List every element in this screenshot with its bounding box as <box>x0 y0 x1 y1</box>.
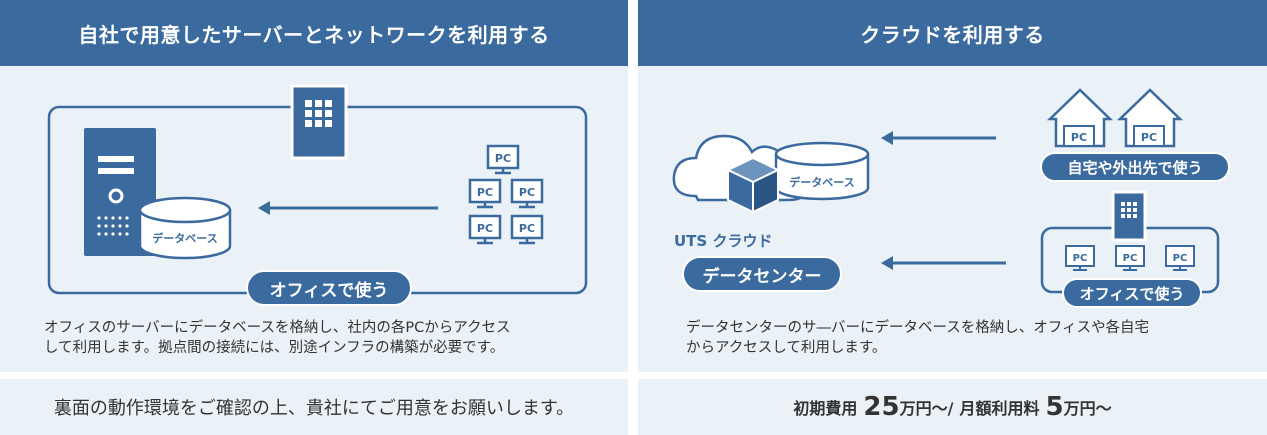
pc-icon: PC <box>468 214 502 245</box>
pc-icon: PC <box>510 214 544 245</box>
pc-label: PC <box>1073 253 1088 264</box>
price-footer: 初期費用 25 万円〜/ 月額利用料 5 万円〜 <box>638 379 1267 435</box>
monthly-cost-unit: 万円〜 <box>1063 399 1112 418</box>
pc-icon: PC <box>468 178 502 209</box>
description-line: して利用します。拠点間の接続には、別途インフラの構築が必要です。 <box>44 340 505 356</box>
building-icon <box>1111 190 1147 242</box>
description-line: データセンターのサ―バーにデータベースを格納し、オフィスや各自宅 <box>686 320 1149 336</box>
monthly-cost-value: 5 <box>1045 392 1064 422</box>
pc-label: PC <box>519 222 535 235</box>
database-icon <box>774 141 870 201</box>
on-premise-footer: 裏面の動作環境をご確認の上、貴社にてご用意をお願いします。 <box>0 379 628 435</box>
cloud-diagram-area: データベース UTS クラウド PC <box>638 66 1267 372</box>
pc-icon: PC <box>486 144 520 175</box>
pc-icon: PC <box>1165 245 1195 271</box>
pc-label: PC <box>1123 253 1138 264</box>
office-use-pill: オフィスで使う <box>246 270 412 306</box>
cloud-description: データセンターのサ―バーにデータベースを格納し、オフィスや各自宅 からアクセスし… <box>686 318 1246 358</box>
pc-label: PC <box>519 186 535 199</box>
home-use-pill: 自宅や外出先で使う <box>1040 152 1230 182</box>
arrow-icon <box>258 201 438 215</box>
cloud-diagram: データベース UTS クラウド PC <box>672 88 1220 294</box>
server-icon <box>84 128 156 256</box>
pc-label: PC <box>1173 253 1188 264</box>
house-icon: PC <box>1116 88 1184 148</box>
cloud-name: UTS クラウド <box>674 232 772 250</box>
initial-cost-value: 25 <box>863 392 900 422</box>
on-premise-description: オフィスのサーバーにデータベースを格納し、社内の各PCからアクセス して利用しま… <box>44 318 604 358</box>
pc-icon: PC <box>1115 245 1145 271</box>
pc-label: PC <box>477 222 493 235</box>
on-premise-header: 自社で用意したサーバーとネットワークを利用する <box>0 0 628 66</box>
arrow-icon <box>881 256 1006 270</box>
pc-label: PC <box>495 152 511 165</box>
initial-cost-unit: 万円〜/ <box>899 399 954 418</box>
arrow-icon <box>881 131 996 145</box>
building-icon <box>290 84 348 160</box>
pc-icon: PC <box>1065 245 1095 271</box>
office-use-pill: オフィスで使う <box>1062 278 1202 308</box>
initial-cost-label: 初期費用 <box>793 399 858 418</box>
database-label: データベース <box>152 231 217 245</box>
pc-label: PC <box>1071 131 1087 144</box>
on-premise-diagram-area: データベース PC PC <box>0 66 628 372</box>
description-line: からアクセスして利用します。 <box>686 340 887 356</box>
description-line: オフィスのサーバーにデータベースを格納し、社内の各PCからアクセス <box>44 320 511 336</box>
pc-label: PC <box>477 186 493 199</box>
pc-label: PC <box>1141 131 1157 144</box>
pc-icon: PC <box>510 178 544 209</box>
monthly-cost-label: 月額利用料 <box>959 399 1040 418</box>
database-icon <box>138 196 232 260</box>
datacenter-pill: データセンター <box>682 256 842 292</box>
cube-icon <box>725 156 781 214</box>
pc-group: PC PC PC PC <box>468 144 544 245</box>
cloud-header: クラウドを利用する <box>638 0 1267 66</box>
house-icon: PC <box>1046 88 1114 148</box>
database-label: データベース <box>789 175 854 189</box>
